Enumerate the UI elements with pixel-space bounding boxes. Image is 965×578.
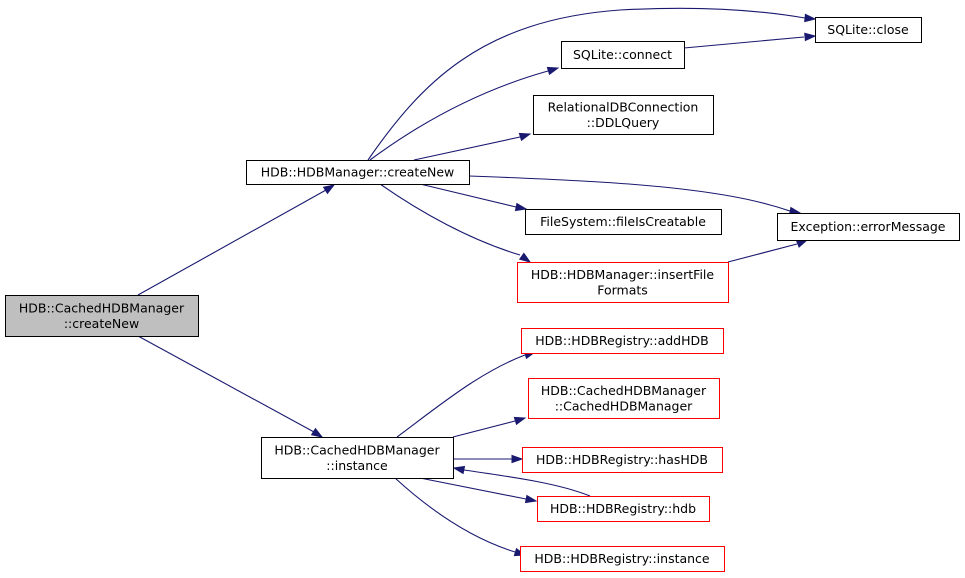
node-label: HDB::HDBRegistry::hasHDB	[536, 452, 708, 467]
node-box	[537, 496, 710, 522]
node-label: Exception::errorMessage	[791, 219, 946, 234]
edge-line	[137, 189, 327, 296]
node-box	[521, 328, 724, 354]
edge-line	[419, 183, 517, 208]
node-errorMessage[interactable]: Exception::errorMessage	[777, 213, 960, 241]
node-instance[interactable]: HDB::CachedHDBManager::instance	[261, 437, 454, 479]
node-box	[261, 437, 454, 479]
node-box	[5, 295, 199, 337]
edge-arrowhead	[804, 13, 817, 23]
edge-arrowhead	[804, 32, 817, 42]
node-label: ::instance	[326, 458, 388, 473]
nodes-layer: HDB::CachedHDBManager::createNewHDB::HDB…	[5, 17, 960, 572]
edge-line	[137, 335, 315, 433]
edge-instance-to-hasHDB	[453, 454, 524, 464]
node-box	[246, 160, 470, 185]
node-label: HDB::HDBRegistry::addHDB	[535, 333, 708, 348]
edge-arrowhead	[513, 416, 527, 426]
edge-sqliteConnect-to-sqliteClose	[683, 32, 817, 49]
edge-arrowhead	[452, 465, 466, 475]
edge-line	[683, 36, 805, 49]
node-box	[777, 213, 960, 241]
node-label: ::DDLQuery	[587, 115, 660, 130]
edges-layer	[137, 7, 817, 557]
edge-arrowhead	[524, 494, 538, 504]
edge-line	[727, 243, 798, 263]
node-label: SQLite::close	[827, 22, 909, 37]
edge-createNew-to-ddlQuery	[413, 132, 532, 161]
edge-line	[419, 477, 527, 500]
edge-hdb-to-instance	[452, 465, 591, 497]
node-label: Formats	[597, 282, 648, 297]
node-cachedCtor[interactable]: HDB::CachedHDBManager::CachedHDBManager	[528, 378, 720, 419]
node-root: HDB::CachedHDBManager::createNew	[5, 295, 199, 337]
edge-arrowhead	[310, 427, 324, 438]
edge-line	[367, 7, 806, 161]
node-label: RelationalDBConnection	[548, 99, 699, 114]
node-label: SQLite::connect	[573, 47, 672, 62]
node-box	[517, 262, 729, 303]
edge-line	[396, 354, 526, 438]
node-sqliteClose[interactable]: SQLite::close	[815, 17, 922, 43]
edge-arrowhead	[514, 202, 528, 212]
node-label: FileSystem::fileIsCreatable	[540, 214, 706, 229]
node-hasHDB[interactable]: HDB::HDBRegistry::hasHDB	[522, 447, 723, 473]
node-sqliteConnect[interactable]: SQLite::connect	[561, 41, 685, 69]
edge-createNew-to-sqliteConnect	[369, 66, 560, 161]
node-hdb[interactable]: HDB::HDBRegistry::hdb	[537, 496, 710, 522]
edge-line	[379, 183, 521, 256]
edge-arrowhead	[518, 132, 532, 142]
edge-root-to-createNew	[137, 184, 336, 296]
edge-line	[369, 70, 549, 161]
node-createNew[interactable]: HDB::HDBManager::createNew	[246, 160, 470, 185]
edge-line	[452, 420, 516, 438]
edge-line	[394, 477, 516, 553]
edge-line	[413, 136, 521, 161]
edge-instance-to-registryInstance	[394, 477, 527, 557]
edge-line	[468, 175, 791, 212]
edge-insertFileFormats-to-errorMessage	[727, 239, 809, 263]
node-label: HDB::HDBManager::createNew	[261, 165, 455, 180]
edge-line	[463, 469, 591, 497]
edge-arrowhead	[322, 184, 336, 195]
node-box	[520, 546, 725, 572]
node-box	[528, 378, 720, 419]
edge-instance-to-hdb	[419, 477, 538, 504]
node-label: HDB::HDBRegistry::instance	[534, 551, 710, 566]
edge-createNew-to-insertFileFormats	[379, 183, 532, 263]
edge-root-to-instance	[137, 335, 324, 438]
node-label: HDB::CachedHDBManager	[274, 442, 440, 457]
node-fileIsCreatable[interactable]: FileSystem::fileIsCreatable	[525, 209, 722, 235]
node-label: HDB::HDBManager::insertFile	[531, 267, 714, 282]
edge-instance-to-addHDB	[396, 350, 537, 438]
edge-arrowhead	[546, 66, 560, 76]
edge-createNew-to-fileIsCreatable	[419, 183, 528, 212]
node-box	[522, 447, 723, 473]
node-label: ::CachedHDBManager	[555, 398, 693, 413]
node-label: HDB::HDBRegistry::hdb	[550, 501, 696, 516]
edge-instance-to-cachedCtor	[452, 416, 527, 438]
node-box	[815, 17, 922, 43]
edge-arrowhead	[518, 252, 532, 263]
node-label: HDB::CachedHDBManager	[541, 383, 707, 398]
node-label: ::createNew	[64, 316, 139, 331]
node-registryInstance[interactable]: HDB::HDBRegistry::instance	[520, 546, 725, 572]
node-box	[561, 41, 685, 69]
edge-arrowhead	[511, 454, 524, 464]
node-ddlQuery[interactable]: RelationalDBConnection::DDLQuery	[533, 95, 714, 135]
node-box	[533, 95, 714, 135]
edge-createNew-to-sqliteClose	[367, 7, 817, 161]
node-addHDB[interactable]: HDB::HDBRegistry::addHDB	[521, 328, 724, 354]
node-box	[525, 209, 722, 235]
node-label: HDB::CachedHDBManager	[19, 300, 185, 315]
edge-arrowhead	[795, 239, 809, 248]
